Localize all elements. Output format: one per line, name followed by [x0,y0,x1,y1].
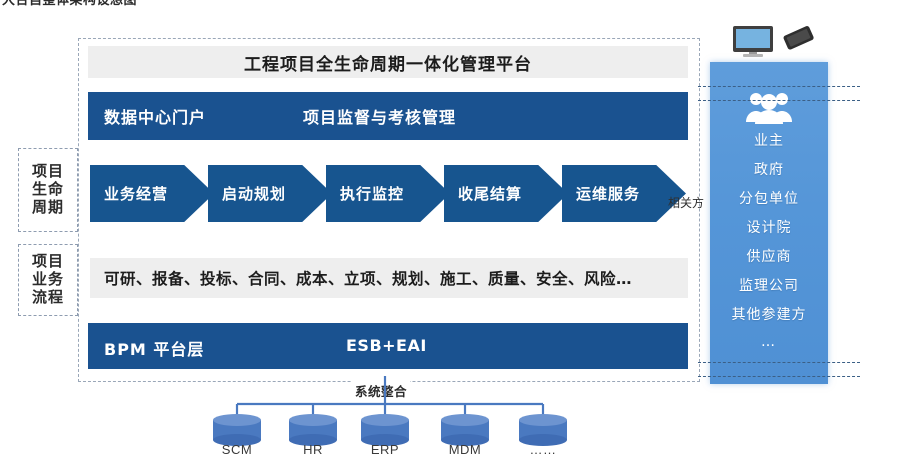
stakeholder-item-3: 分包单位 [739,191,799,207]
system-integration-area: SCM HR ERP MDM …… [195,376,615,462]
portal-bar: 数据中心门户 项目监督与考核管理 [88,92,688,140]
platform-layer-bar: BPM 平台层 ESB+EAI [88,323,688,369]
stakeholder-item-7: 其他参建方 [731,307,807,323]
database-label-other: …… [529,442,557,457]
stakeholder-item-2: 政府 [754,162,784,178]
database-label-scm: SCM [221,442,253,457]
business-process-band: 可研、报备、投标、合同、成本、立项、规划、施工、质量、安全、风险… [90,258,688,298]
system-integration-label: 系统整合 [352,381,411,400]
portal-right-label: 项目监督与考核管理 [303,108,457,127]
lifecycle-stage-1: 业务经营 [90,165,214,222]
database-icon-scm [213,414,261,446]
related-party-label: 相关方 [668,196,705,210]
connector-dash-bottom-2 [698,376,860,377]
clipped-page-heading: 大台自整体架构设想图 [2,0,138,8]
business-process-text: 可研、报备、投标、合同、成本、立项、规划、施工、质量、安全、风险… [104,270,633,288]
stakeholder-item-5: 供应商 [746,249,792,265]
lifecycle-stage-row: 业务经营 启动规划 执行监控 收尾结算 运维服务 [90,165,690,222]
database-cylinders [213,414,567,446]
connector-dash-top-2 [698,100,860,101]
stakeholder-panel: 业主 政府 分包单位 设计院 供应商 监理公司 其他参建方 … [710,62,828,384]
device-icons [730,24,830,58]
database-icon-hr [289,414,337,446]
database-icon-other [519,414,567,446]
desktop-monitor-icon [733,26,773,57]
lifecycle-stage-5-label: 运维服务 [576,185,641,203]
stakeholder-item-4: 设计院 [746,220,792,236]
stakeholder-item-1: 业主 [754,133,784,149]
portal-left-label: 数据中心门户 [104,108,207,127]
database-label-mdm: MDM [448,442,482,457]
platform-layer-right-label: ESB+EAI [346,336,427,355]
lifecycle-stage-1-label: 业务经营 [104,185,169,203]
platform-title-text: 工程项目全生命周期一体化管理平台 [244,54,532,75]
lifecycle-stage-3: 执行监控 [326,165,450,222]
smartphone-icon [783,26,814,50]
database-label-hr: HR [303,442,323,457]
lifecycle-stage-3-label: 执行监控 [340,185,405,203]
lifecycle-stage-2-label: 启动规划 [222,185,287,203]
connector-lines [235,376,545,416]
people-group-icon [746,93,792,124]
lifecycle-stage-5: 运维服务 [562,165,686,222]
platform-title-bar: 工程项目全生命周期一体化管理平台 [88,46,688,78]
side-label-lifecycle-text: 项目生命周期 [31,162,64,216]
side-label-lifecycle: 项目生命周期 [18,148,78,232]
database-label-erp: ERP [370,442,400,457]
lifecycle-stage-2: 启动规划 [208,165,332,222]
connector-dash-top-1 [698,86,860,87]
database-icon-mdm [441,414,489,446]
side-label-business-flow-text: 项目业务流程 [31,252,64,306]
database-tree-svg [213,376,567,446]
connector-dash-bottom-1 [698,362,860,363]
side-label-business-flow: 项目业务流程 [18,244,78,316]
platform-layer-left-label: BPM 平台层 [104,340,205,359]
lifecycle-stage-4: 收尾结算 [444,165,568,222]
lifecycle-stage-4-label: 收尾结算 [458,185,523,203]
stakeholder-item-6: 监理公司 [739,278,799,294]
device-icons-svg [733,26,814,57]
stakeholder-more-indicator: … [761,334,777,350]
database-icon-erp [361,414,409,446]
